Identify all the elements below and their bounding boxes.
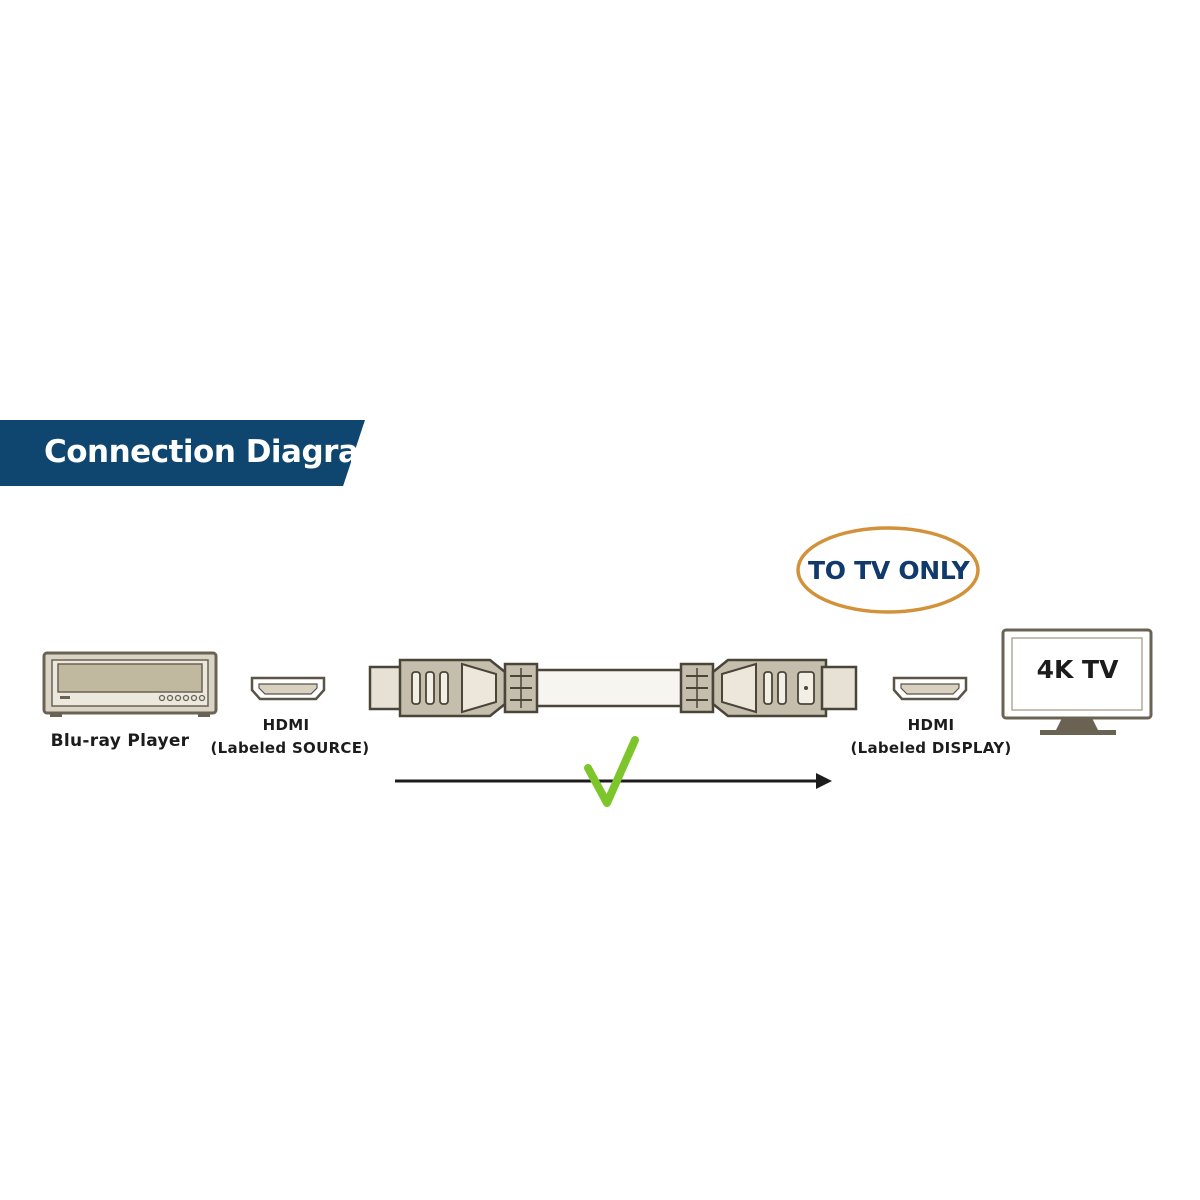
tv-icon	[1001, 628, 1153, 735]
page-title: Connection Diagram	[44, 434, 391, 470]
checkmark-icon	[584, 736, 639, 807]
title-banner	[0, 420, 365, 486]
source-hdmi-label: HDMI	[262, 716, 310, 734]
source-hdmi-sublabel: (Labeled SOURCE)	[210, 739, 370, 757]
to-tv-only-ring	[796, 526, 980, 614]
to-tv-only-badge: TO TV ONLY	[808, 556, 970, 585]
hdmi-port-icon	[250, 676, 326, 701]
display-hdmi-sublabel: (Labeled DISPLAY)	[850, 739, 1012, 757]
arrow-right-icon	[395, 773, 832, 789]
hdmi-cable-icon	[368, 658, 858, 718]
tv-label: 4K TV	[1036, 655, 1119, 684]
hdmi-port-icon	[892, 676, 968, 701]
bluray-player-icon	[42, 651, 218, 717]
display-hdmi-label: HDMI	[907, 716, 955, 734]
bluray-player-label: Blu-ray Player	[50, 731, 190, 751]
